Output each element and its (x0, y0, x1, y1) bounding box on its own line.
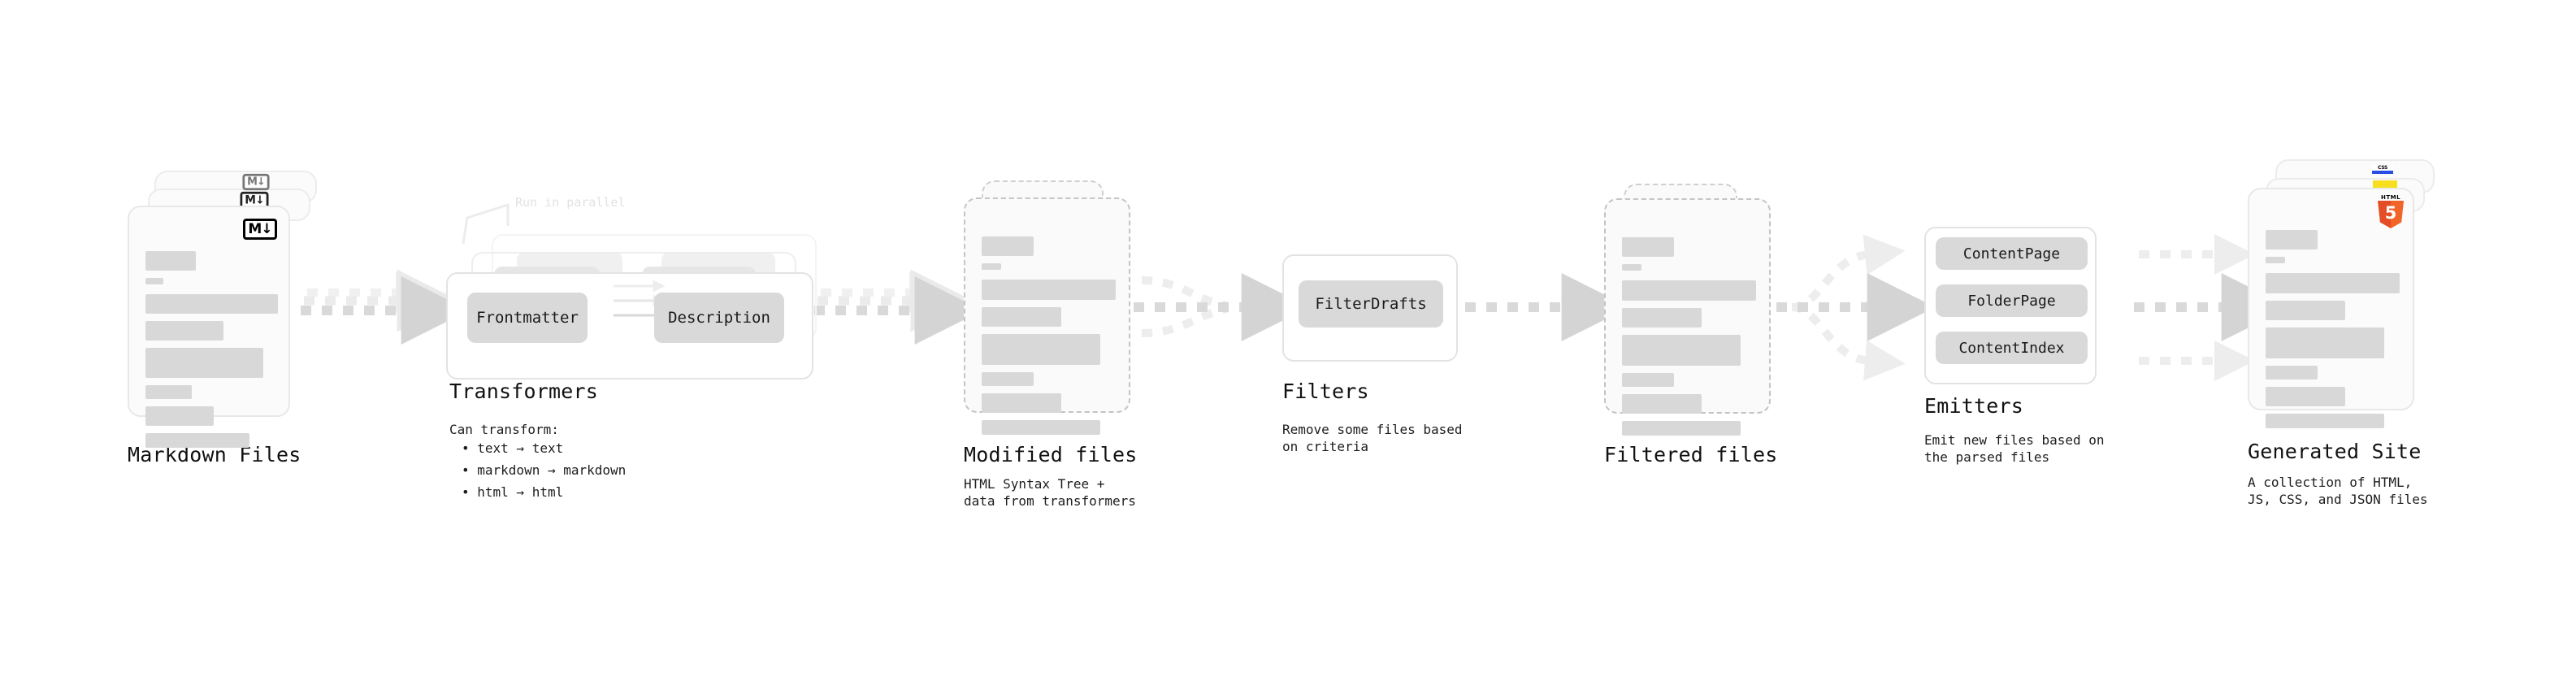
placeholder-bar (982, 236, 1034, 256)
emitter-node-contentpage[interactable]: ContentPage (1936, 237, 2088, 270)
html5-badge-label: HTML (2380, 194, 2401, 201)
placeholder-bar (2266, 387, 2345, 406)
markdown-badge-ghost-mid: M↓ (240, 191, 269, 210)
placeholder-bar (982, 280, 1116, 300)
placeholder-bar (1622, 421, 1741, 436)
filter-node-filterdrafts[interactable]: FilterDrafts (1299, 280, 1443, 327)
placeholder-bar (982, 372, 1034, 386)
placeholder-bar (145, 385, 192, 399)
arrow-markdown-to-transformers (301, 269, 470, 345)
placeholder-bar (145, 348, 263, 378)
placeholder-bar (145, 406, 214, 426)
stage-title-filtered-files: Filtered files (1604, 443, 1778, 466)
placeholder-bar (2266, 366, 2318, 380)
placeholder-bar (2266, 327, 2384, 358)
css-badge: CSS (2372, 165, 2393, 174)
html5-shield-icon: 5 (2378, 201, 2404, 228)
placeholder-bar (1622, 373, 1674, 387)
generated-site-subtitle: A collection of HTML, JS, CSS, and JSON … (2248, 475, 2428, 507)
arrow-emitters-to-site (2134, 234, 2290, 381)
arrow-transformers-to-modified (814, 269, 983, 345)
file-content-placeholder (145, 251, 278, 455)
markdown-badge-ghost-back: M↓ (242, 173, 270, 191)
placeholder-bar (145, 321, 223, 340)
modified-files-subtitle: HTML Syntax Tree + data from transformer… (964, 476, 1136, 509)
placeholder-bar (1622, 308, 1702, 327)
filtered-file-card[interactable] (1604, 198, 1771, 436)
generated-site-card[interactable]: HTML 5 (2248, 188, 2414, 428)
transformers-subtitle: Can transform: (449, 422, 559, 437)
file-content-placeholder (1622, 237, 1756, 443)
placeholder-bar (145, 278, 163, 284)
placeholder-bar (2266, 230, 2318, 249)
placeholder-bar (145, 433, 249, 448)
placeholder-bar (145, 294, 278, 314)
filters-subtitle: Remove some files based on criteria (1282, 422, 1463, 454)
html5-badge-digit: 5 (2384, 202, 2397, 223)
emitters-subtitle: Emit new files based on the parsed files (1924, 432, 2105, 465)
placeholder-bar (982, 334, 1100, 365)
transformers-bullet-1: • markdown → markdown (462, 462, 627, 478)
run-in-parallel-label: Run in parallel (515, 195, 626, 210)
placeholder-bar (982, 393, 1061, 413)
placeholder-bar (2266, 301, 2345, 320)
transformers-bullet-0: • text → text (462, 440, 564, 456)
arrow-modified-to-filters (1134, 273, 1310, 341)
placeholder-bar (1622, 237, 1674, 257)
transformer-node-frontmatter[interactable]: Frontmatter (467, 293, 588, 343)
markdown-file-card[interactable]: M↓ (128, 206, 290, 448)
placeholder-bar (145, 251, 196, 271)
placeholder-bar (982, 420, 1100, 435)
placeholder-bar (2266, 273, 2400, 293)
html5-badge: HTML 5 (2377, 194, 2405, 228)
stage-title-filters: Filters (1282, 380, 1369, 403)
placeholder-bar (1622, 335, 1741, 366)
transformers-bullet-2: • html → html (462, 484, 564, 500)
emitter-node-folderpage[interactable]: FolderPage (1936, 284, 2088, 317)
transformer-inner-arrows (614, 280, 674, 324)
arrow-filtered-to-emitters (1755, 234, 1936, 381)
file-content-placeholder (982, 236, 1116, 442)
file-content-placeholder (2266, 230, 2400, 436)
modified-file-card[interactable] (964, 197, 1130, 435)
stage-title-transformers: Transformers (449, 380, 599, 403)
placeholder-bar (982, 307, 1061, 327)
placeholder-bar (1622, 280, 1756, 301)
stage-title-modified-files: Modified files (964, 443, 1138, 466)
transformer-node-description[interactable]: Description (654, 293, 784, 343)
stage-title-emitters: Emitters (1924, 394, 2024, 418)
stage-title-generated-site: Generated Site (2248, 440, 2422, 463)
placeholder-bar (982, 263, 1001, 270)
placeholder-bar (2266, 414, 2384, 428)
placeholder-bar (1622, 264, 1641, 271)
emitter-node-contentindex[interactable]: ContentIndex (1936, 332, 2088, 364)
placeholder-bar (1622, 394, 1702, 414)
markdown-badge: M↓ (243, 219, 277, 240)
placeholder-bar (2266, 257, 2285, 263)
